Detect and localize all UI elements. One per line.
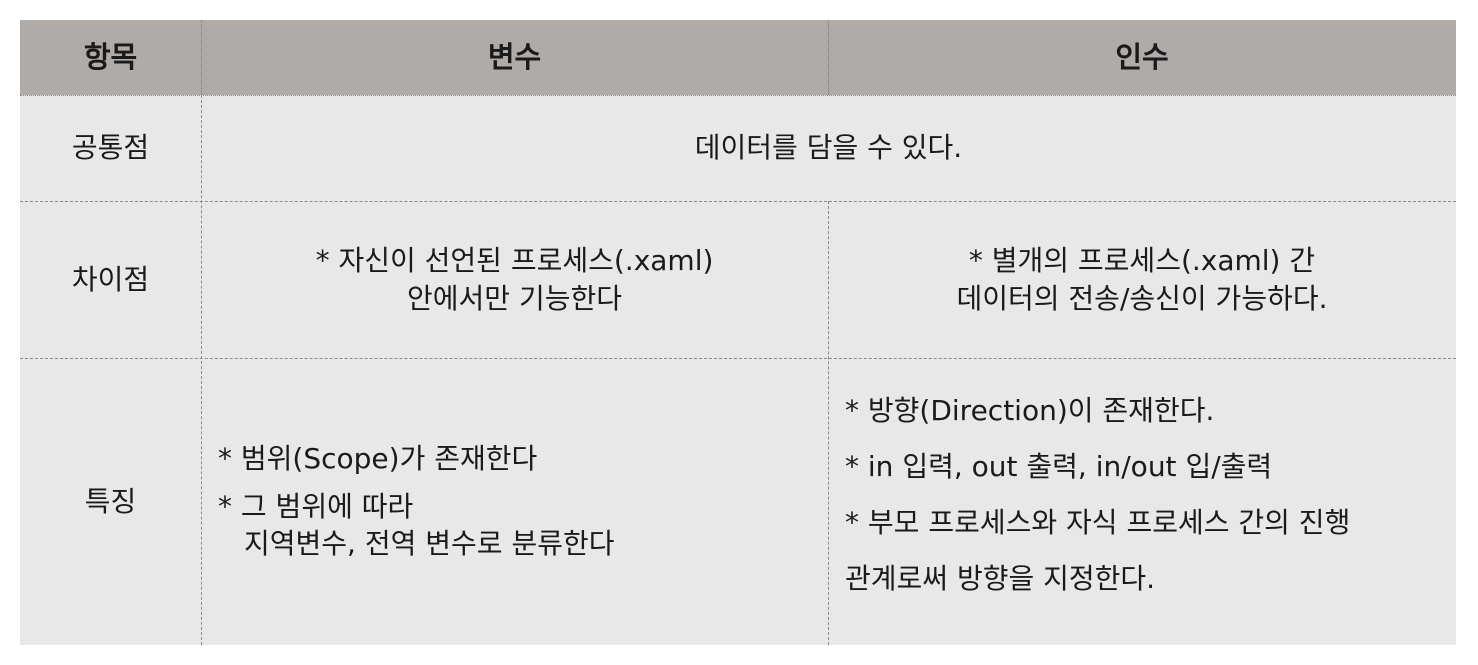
- difference-argument: * 별개의 프로세스(.xaml) 간 데이터의 전송/송신이 가능하다.: [828, 201, 1456, 358]
- feature-variable-line: * 그 범위에 따라: [218, 489, 414, 523]
- feature-argument-line: * 부모 프로세스와 자식 프로세스 간의 진행: [845, 506, 1351, 539]
- column-divider: [201, 95, 202, 645]
- feature-argument-line: 관계로써 방향을 지정한다.: [845, 562, 1156, 595]
- row-divider: [20, 95, 1456, 96]
- row-label-difference: 차이점: [71, 262, 150, 296]
- header-item: 항목: [20, 20, 201, 95]
- feature-argument: * 방향(Direction)이 존재한다. * in 입력, out 출력, …: [828, 358, 1456, 645]
- feature-argument-line: * in 입력, out 출력, in/out 입/출력: [845, 450, 1273, 483]
- common-text: 데이터를 담을 수 있다.: [694, 131, 963, 165]
- feature-variable-line: 지역변수, 전역 변수로 분류한다: [244, 527, 615, 561]
- header-variable: 변수: [201, 20, 828, 95]
- feature-variable: * 범위(Scope)가 존재한다 * 그 범위에 따라 지역변수, 전역 변수…: [201, 358, 828, 645]
- feature-argument-line: * 방향(Direction)이 존재한다.: [845, 394, 1215, 427]
- difference-argument-line: * 별개의 프로세스(.xaml) 간: [968, 243, 1316, 277]
- row-divider: [20, 358, 1456, 359]
- row-divider: [20, 201, 1456, 202]
- header-argument: 인수: [828, 20, 1456, 95]
- header-divider: [201, 20, 202, 95]
- row-label-common: 공통점: [71, 131, 150, 165]
- comparison-table: 항목 변수 인수 공통점 데이터를 담을 수 있다. 차이점 * 자신이 선언된…: [20, 20, 1456, 645]
- row-label-feature: 특징: [84, 484, 137, 518]
- column-divider: [828, 201, 829, 645]
- difference-variable: * 자신이 선언된 프로세스(.xaml) 안에서만 기능한다: [201, 201, 828, 358]
- difference-argument-line: 데이터의 전송/송신이 가능하다.: [956, 281, 1328, 315]
- difference-variable-line: * 자신이 선언된 프로세스(.xaml): [315, 243, 714, 277]
- header-divider: [828, 20, 829, 95]
- difference-variable-line: 안에서만 기능한다: [407, 281, 622, 315]
- feature-variable-line: * 범위(Scope)가 존재한다: [218, 441, 538, 475]
